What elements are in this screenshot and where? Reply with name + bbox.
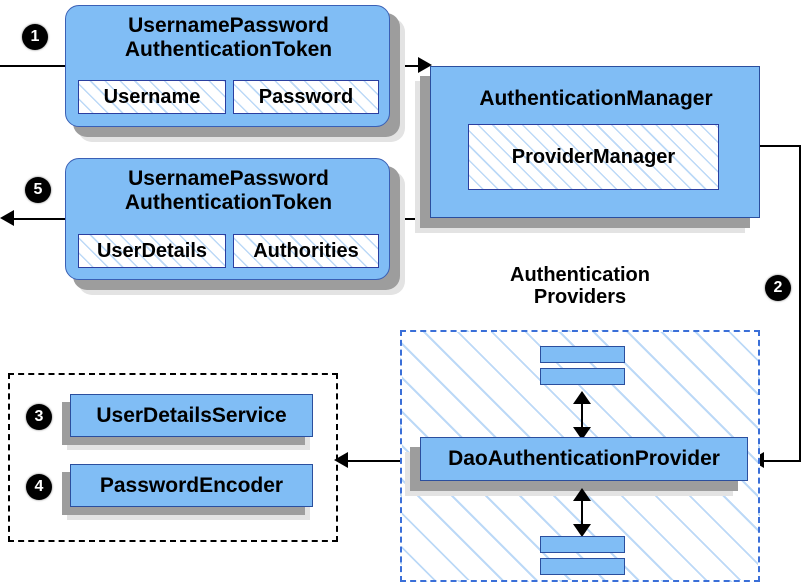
username-field-box[interactable]: Username — [78, 80, 226, 114]
connector-incoming-request — [0, 65, 66, 67]
step-badge-1: 1 — [22, 24, 48, 50]
arrowhead-provider-bottom-up — [573, 488, 591, 501]
ap-caption-line2: Providers — [533, 286, 627, 309]
request-token-title-line1: UsernamePassword — [128, 14, 329, 37]
step-badge-3: 3 — [26, 404, 52, 430]
provider-bar-top-2 — [540, 368, 625, 385]
arrowhead-provider-top-up — [573, 391, 591, 404]
response-token-title: UsernamePassword AuthenticationToken — [66, 167, 391, 215]
response-token-title-line1: UsernamePassword — [128, 167, 329, 190]
connector-into-dao-provider — [764, 460, 801, 462]
authentication-providers-caption: Authentication Providers — [460, 264, 700, 309]
provider-manager-box[interactable]: ProviderManager — [468, 124, 719, 190]
arrowhead-to-authmanager — [418, 57, 432, 73]
provider-bar-bottom-2 — [540, 558, 625, 575]
step-badge-5: 5 — [25, 177, 51, 203]
arrowhead-provider-bottom-down — [573, 524, 591, 537]
request-token-title-line2: AuthenticationToken — [124, 38, 333, 62]
connector-authmanager-right — [758, 145, 801, 147]
step-badge-2: 2 — [765, 275, 791, 301]
ap-caption-line1: Authentication — [510, 264, 650, 286]
authentication-manager-title: AuthenticationManager — [479, 87, 713, 110]
arrowhead-provider-top-down — [573, 427, 591, 440]
provider-bar-top-1 — [540, 346, 625, 363]
connector-token-to-authmanager — [390, 65, 422, 67]
authorities-field-box[interactable]: Authorities — [233, 234, 379, 268]
dao-authentication-provider-box[interactable]: DaoAuthenticationProvider — [420, 437, 748, 481]
passwordencoder-box[interactable]: PasswordEncoder — [70, 464, 313, 507]
provider-bar-bottom-1 — [540, 536, 625, 553]
response-token-box[interactable]: UsernamePassword AuthenticationToken — [65, 158, 390, 280]
connector-down-to-providers — [799, 145, 801, 462]
dao-dependencies-container — [8, 373, 338, 542]
request-token-title: UsernamePassword AuthenticationToken — [66, 14, 391, 62]
password-field-box[interactable]: Password — [233, 80, 379, 114]
connector-authmanager-to-response — [390, 218, 432, 220]
connector-provider-bottom — [581, 495, 583, 528]
userdetailsservice-box[interactable]: UserDetailsService — [70, 394, 313, 437]
connector-provider-top — [581, 398, 583, 431]
response-token-title-line2: AuthenticationToken — [124, 191, 333, 215]
userdetails-field-box[interactable]: UserDetails — [78, 234, 226, 268]
step-badge-4: 4 — [26, 474, 52, 500]
connector-response-out — [14, 218, 66, 220]
connector-dao-to-dependencies — [348, 460, 410, 462]
arrowhead-response-out — [0, 210, 14, 226]
